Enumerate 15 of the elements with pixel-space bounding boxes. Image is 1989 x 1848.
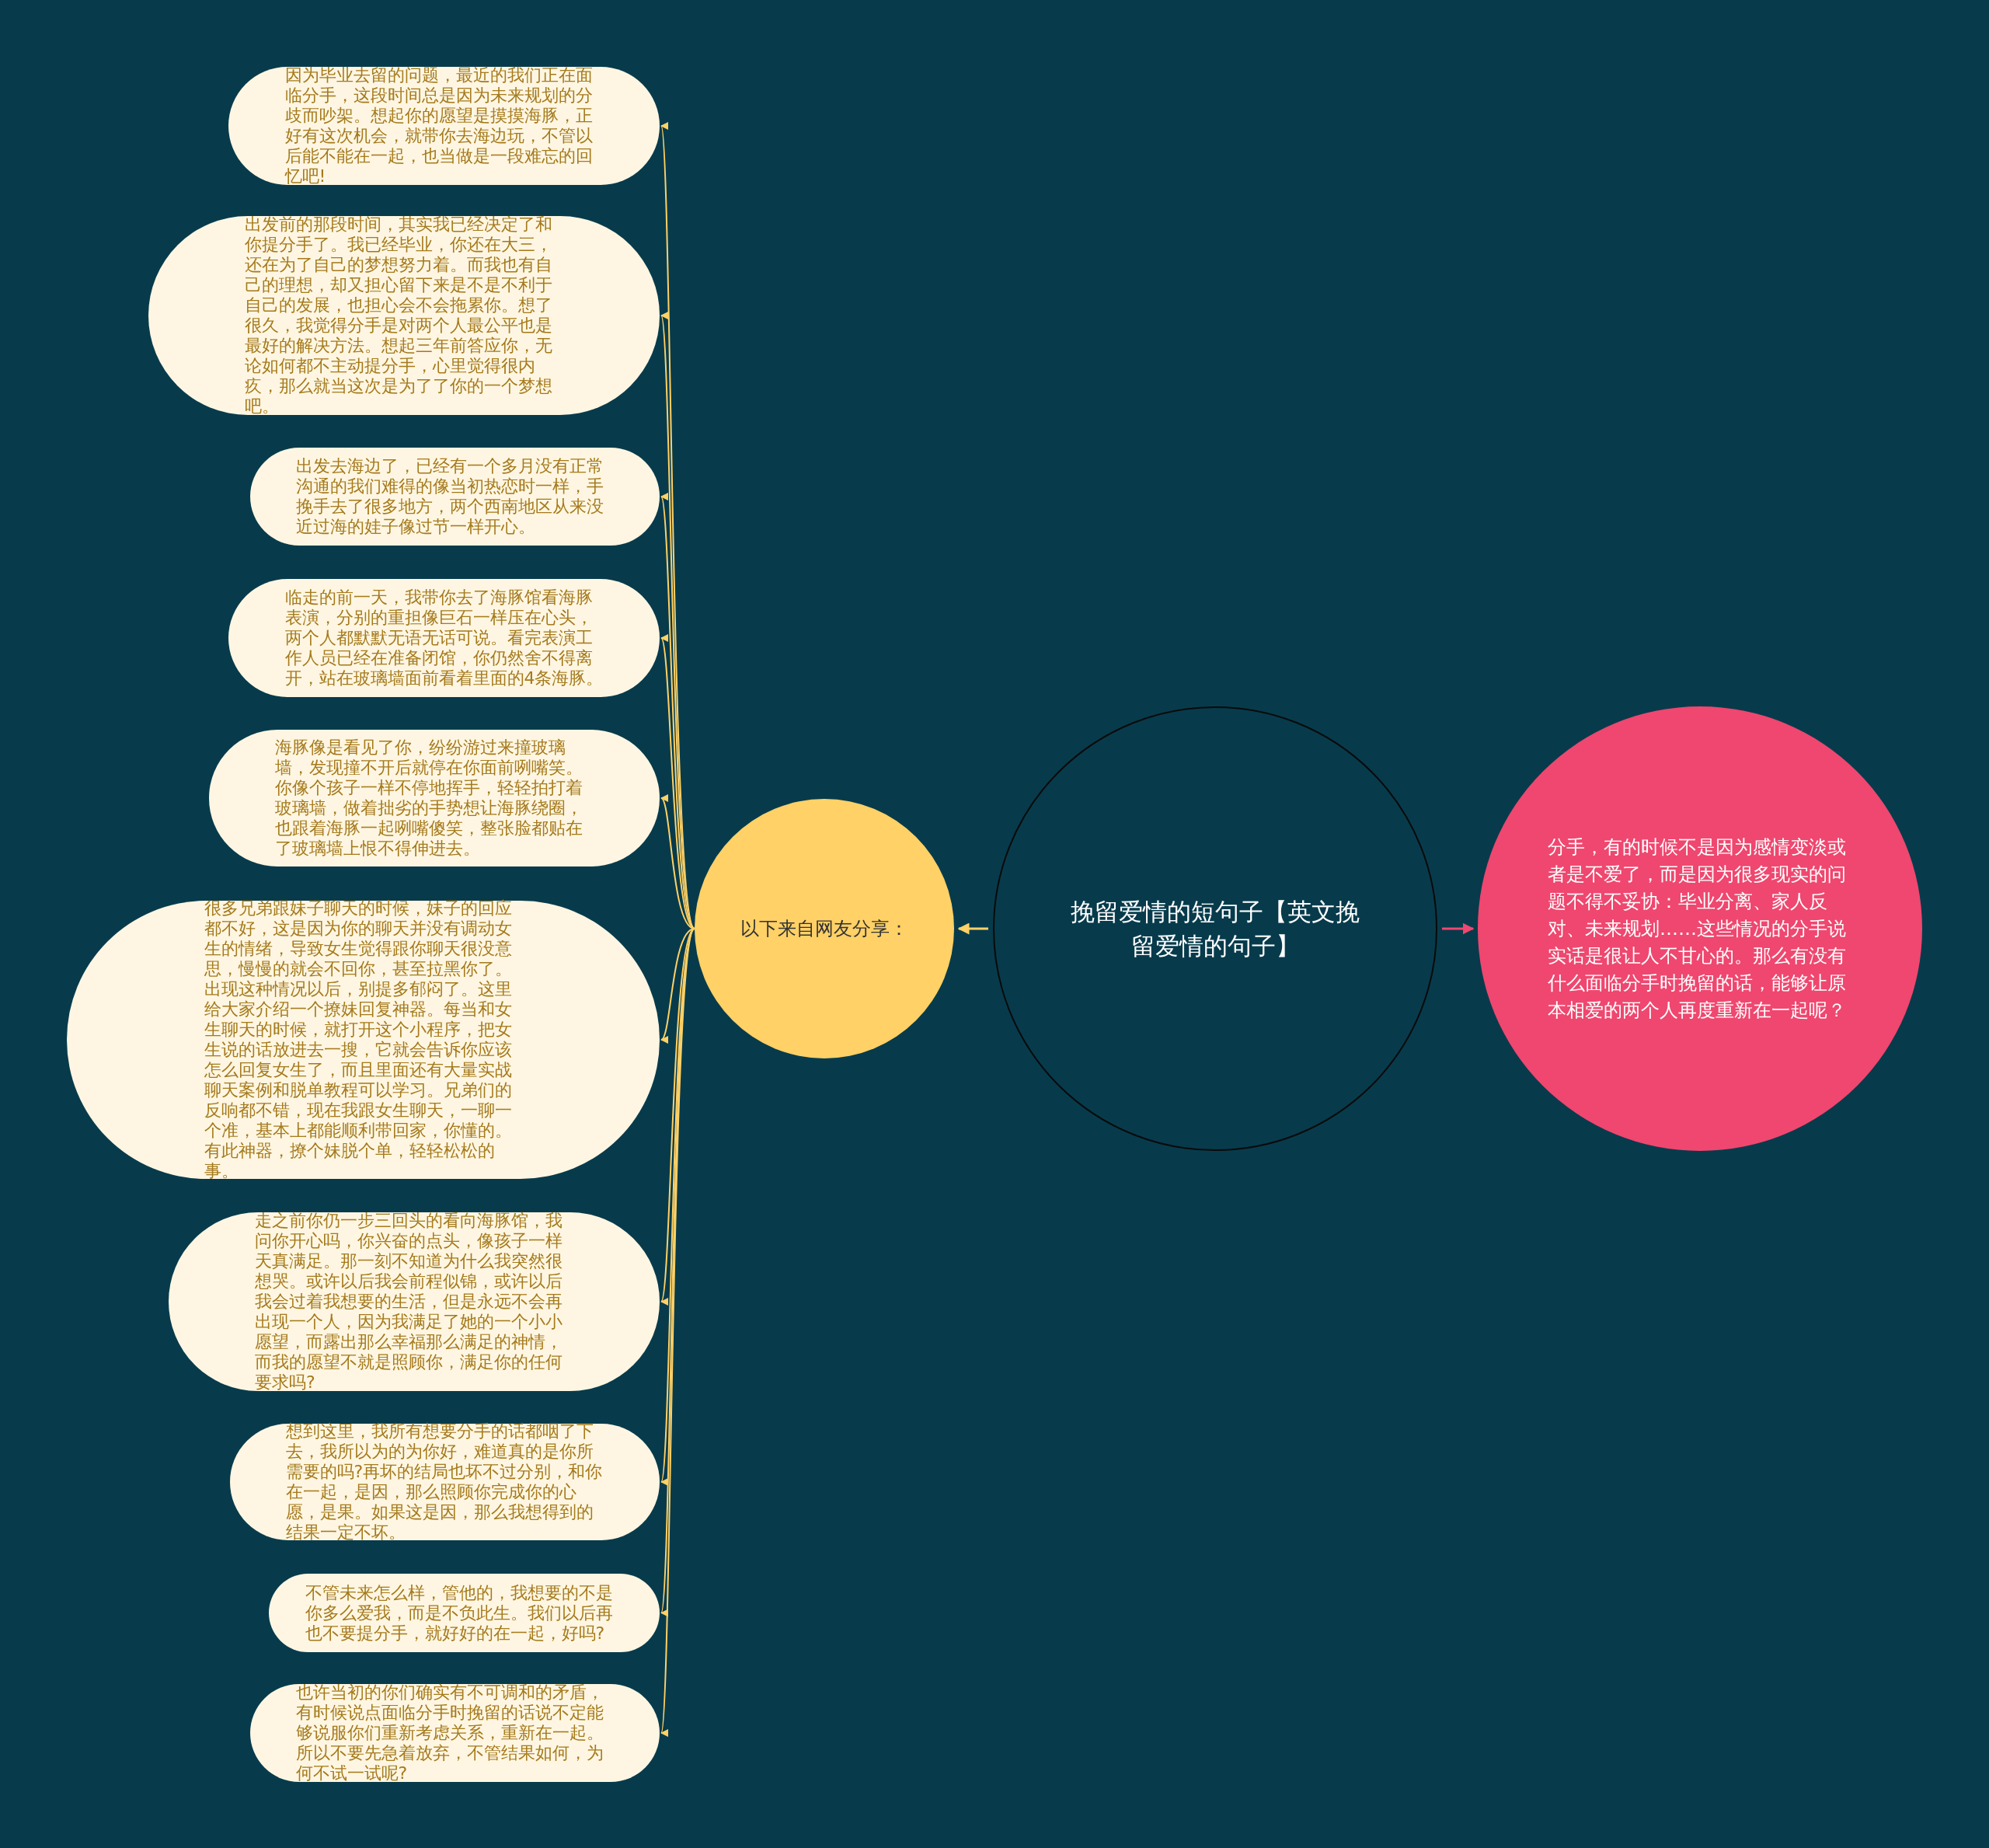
- branch-circle: 以下来自网友分享：: [695, 799, 954, 1058]
- text-bubble: 走之前你仍一步三回头的看向海豚馆，我问你开心吗，你兴奋的点头，像孩子一样天真满足。那一刻不知道为什么我突然很想哭。或许以后我会前程似锦，或许以后我会过着我想要的生活，但是永远不会再出现一个人，因为我满足了她的一个小小愿望，而露出那么幸福那么满足的神情，而我的愿望不就是照顾你，满足你的任何要求吗?: [169, 1212, 660, 1391]
- text-bubble: 因为毕业去留的问题，最近的我们正在面临分手，这段时间总是因为未来规划的分歧而吵架。想起你的愿望是摸摸海豚，正好有这次机会，就带你去海边玩，不管以后能不能在一起，也当做是一段难忘的回忆吧!: [228, 67, 660, 185]
- text-bubble: 不管未来怎么样，管他的，我想要的不是你多么爱我，而是不负此生。我们以后再也不要提分手，就好好的在一起，好吗?: [269, 1574, 660, 1652]
- topic-circle: 挽留爱情的短句子【英文挽留爱情的句子】: [993, 706, 1437, 1151]
- text-bubble: 很多兄弟跟妹子聊天的时候，妹子的回应都不好，这是因为你的聊天并没有调动女生的情绪，导致女生觉得跟你聊天很没意思，慢慢的就会不回你，甚至拉黑你了。出现这种情况以后，别提多郁闷了。这里给大家介绍一个撩妹回复神器。每当和女生聊天的时候，就打开这个小程序，把女生说的话放进去一搜，它就会告诉你应该怎么回复女生了，而且里面还有大量实战聊天案例和脱单教程可以学习。兄弟们的反响都不错，现在我跟女生聊天，一聊一个准，基本上都能顺利带回家，你懂的。有此神器，撩个妹脱个单，轻轻松松的事。: [67, 901, 660, 1179]
- text-bubble: 也许当初的你们确实有不可调和的矛盾，有时候说点面临分手时挽留的话说不定能够说服你们重新考虑关系，重新在一起。所以不要先急着放弃，不管结果如何，为何不试一试呢?: [250, 1684, 660, 1782]
- connector-arrow: [957, 922, 988, 935]
- text-bubble: 出发前的那段时间，其实我已经决定了和你提分手了。我已经毕业，你还在大三，还在为了自己的梦想努力着。而我也有自己的理想，却又担心留下来是不是不利于自己的发展，也担心会不会拖累你。想了很久，我觉得分手是对两个人最公平也是最好的解决方法。想起三年前答应你，无论如何都不主动提分手，心里觉得很内疚，那么就当这次是为了了你的一个梦想吧。: [148, 216, 660, 415]
- text-bubble: 海豚像是看见了你，纷纷游过来撞玻璃墙，发现撞不开后就停在你面前咧嘴笑。你像个孩子一样不停地挥手，轻轻拍打着玻璃墙，做着拙劣的手势想让海豚绕圈，也跟着海豚一起咧嘴傻笑，整张脸都贴在了玻璃墙上恨不得伸进去。: [209, 730, 660, 866]
- text-bubble: 临走的前一天，我带你去了海豚馆看海豚表演，分别的重担像巨石一样压在心头，两个人都默默无语无话可说。看完表演工作人员已经在准备闭馆，你仍然舍不得离开，站在玻璃墙面前看着里面的4条海豚。: [228, 579, 660, 697]
- connector-arrow: [1442, 922, 1475, 935]
- text-bubble: 出发去海边了，已经有一个多月没有正常沟通的我们难得的像当初热恋时一样，手挽手去了很多地方，两个西南地区从来没近过海的娃子像过节一样开心。: [250, 448, 660, 546]
- summary-circle: 分手，有的时候不是因为感情变淡或者是不爱了，而是因为很多现实的问题不得不妥协：毕业分离、家人反对、未来规划……这些情况的分手说实话是很让人不甘心的。那么有没有什么面临分手时挽留的话，能够让原本相爱的两个人再度重新在一起呢？: [1478, 706, 1922, 1151]
- text-bubble: 想到这里，我所有想要分手的话都咽了下去，我所以为的为你好，难道真的是你所需要的吗?再坏的结局也坏不过分别，和你在一起，是因，那么照顾你完成你的心愿，是果。如果这是因，那么我想得到的结果一定不坏。: [230, 1424, 660, 1540]
